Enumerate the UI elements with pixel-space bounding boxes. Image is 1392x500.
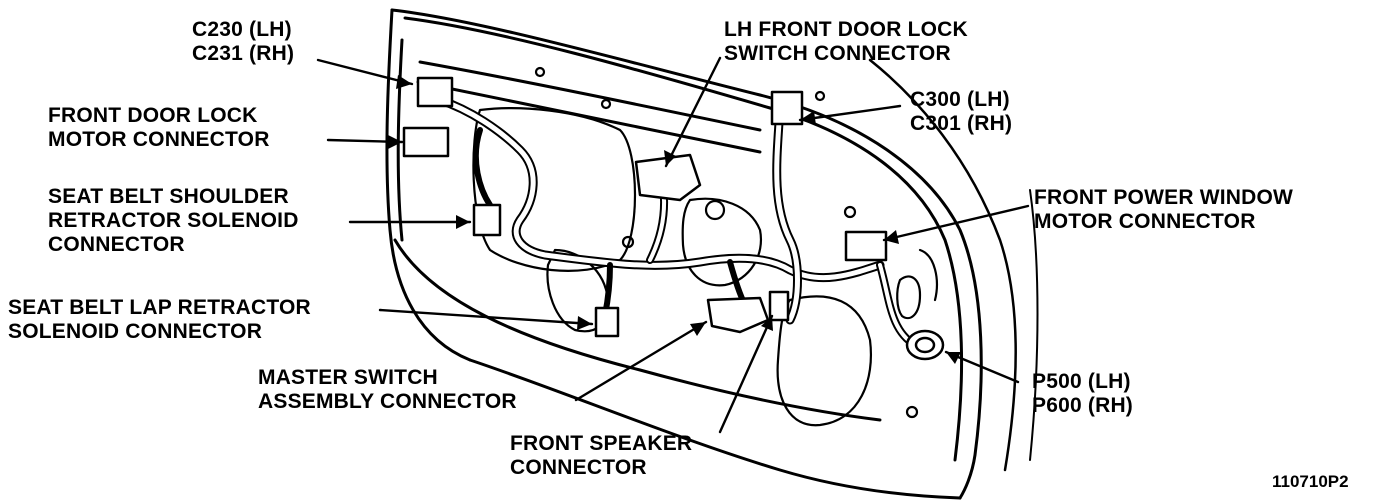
leader-lines [316,56,1030,434]
figure-id: 110710P2 [1272,472,1349,491]
label-c300-line2: C301 (RH) [910,112,1013,135]
connector-lh-lock-switch [634,153,702,202]
label-p500-line1: P500 (LH) [1032,370,1131,393]
label-shoulder-retractor: SEAT BELT SHOULDER RETRACTOR SOLENOID CO… [48,185,299,257]
label-master-switch-line1: MASTER SWITCH [258,366,438,389]
leader-arrowheads [388,75,961,364]
inner-panel-openings [472,66,938,427]
connector-c230 [416,76,454,108]
label-shoulder-retractor-line3: CONNECTOR [48,233,185,256]
leader-master-switch [574,320,708,402]
connector-lap-retractor [594,306,620,338]
label-lap-retractor: SEAT BELT LAP RETRACTOR SOLENOID CONNECT… [8,296,311,344]
label-p500: P500 (LH) P600 (RH) [1032,370,1133,418]
label-door-lock-motor: FRONT DOOR LOCK MOTOR CONNECTOR [48,104,270,152]
label-lh-lock-switch-line2: SWITCH CONNECTOR [724,42,951,65]
label-door-lock-motor-line1: FRONT DOOR LOCK [48,104,258,127]
label-front-speaker-line1: FRONT SPEAKER [510,432,693,455]
label-front-speaker: FRONT SPEAKER CONNECTOR [510,432,692,480]
label-c230-line1: C230 (LH) [192,18,292,41]
label-lh-lock-switch: LH FRONT DOOR LOCK SWITCH CONNECTOR [724,18,968,66]
connector-shoulder-retractor [472,203,502,237]
label-c230-line2: C231 (RH) [192,42,295,65]
door-shell [385,8,1039,500]
label-lap-retractor-line2: SOLENOID CONNECTOR [8,320,263,343]
label-c300-line1: C300 (LH) [910,88,1010,111]
label-power-window-line2: MOTOR CONNECTOR [1034,210,1256,233]
leader-front-speaker [718,314,774,434]
label-p500-line2: P600 (RH) [1032,394,1133,417]
leader-lap-retractor [378,308,594,326]
connector-power-window [844,230,888,262]
label-shoulder-retractor-line2: RETRACTOR SOLENOID [48,209,299,232]
connector-c300 [770,90,804,126]
label-c230: C230 (LH) C231 (RH) [192,18,294,66]
label-master-switch-line2: ASSEMBLY CONNECTOR [258,390,517,413]
label-door-lock-motor-line2: MOTOR CONNECTOR [48,128,270,151]
label-lh-lock-switch-line1: LH FRONT DOOR LOCK [724,18,968,41]
label-master-switch: MASTER SWITCH ASSEMBLY CONNECTOR [258,366,517,414]
label-power-window: FRONT POWER WINDOW MOTOR CONNECTOR [1034,186,1293,234]
leader-c300 [798,104,902,122]
leader-lh-lock-switch [664,56,722,168]
connector-master-switch [706,296,770,334]
connector-front-speaker [768,290,790,322]
label-lap-retractor-line1: SEAT BELT LAP RETRACTOR [8,296,311,319]
leader-c230 [316,58,414,86]
label-front-speaker-line2: CONNECTOR [510,456,647,479]
label-shoulder-retractor-line1: SEAT BELT SHOULDER [48,185,289,208]
connector-blocks [402,76,945,361]
connector-door-lock-motor [402,126,450,158]
label-c300: C300 (LH) C301 (RH) [910,88,1012,136]
leader-power-window [882,204,1030,242]
label-power-window-line1: FRONT POWER WINDOW [1034,186,1294,209]
